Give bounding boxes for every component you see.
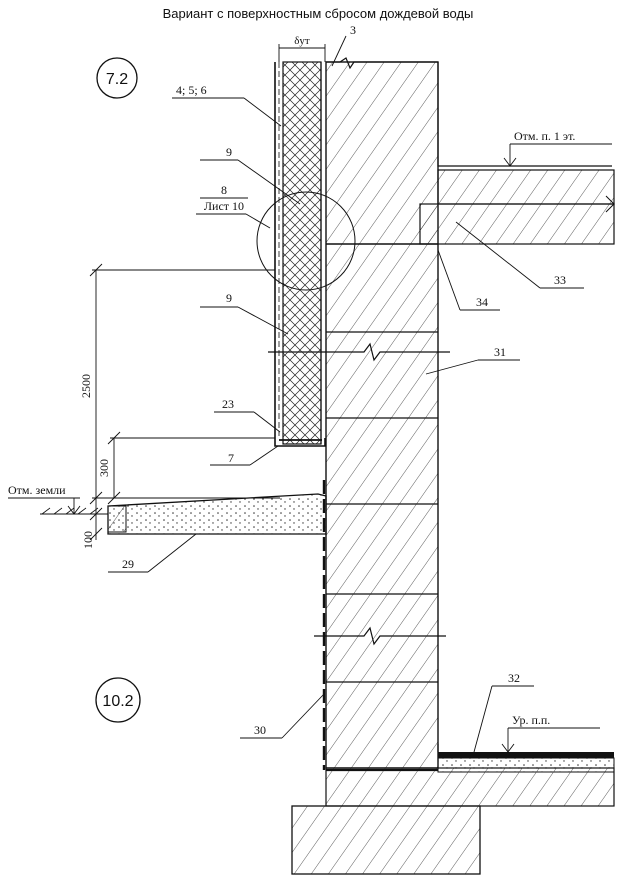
ref-7-2-label: 7.2	[106, 71, 128, 88]
label-7: 7	[228, 451, 234, 465]
floor-slab	[419, 62, 615, 245]
dim-300: 300	[97, 459, 111, 477]
label-sheet-10: Лист 10	[204, 199, 244, 213]
masonry-wall	[268, 57, 450, 769]
dim-2500: 2500	[79, 374, 93, 398]
label-33: 33	[554, 273, 566, 287]
label-32: 32	[508, 671, 520, 685]
label-9-top: 9	[226, 145, 232, 159]
label-9-mid: 9	[226, 291, 232, 305]
label-8: 8	[221, 183, 227, 197]
leader-lines	[108, 35, 584, 753]
level-floor1-label: Отм. п. 1 эт.	[514, 129, 575, 143]
level-mark-basement	[501, 727, 600, 753]
label-23: 23	[222, 397, 234, 411]
ref-circle-7-2: 7.2	[96, 57, 138, 99]
label-31: 31	[494, 345, 506, 359]
level-mark-ground	[8, 497, 81, 515]
level-basement-label: Ур. п.п.	[512, 713, 550, 727]
label-29: 29	[122, 557, 134, 571]
dimension-lines	[89, 44, 326, 541]
level-mark-floor1	[503, 143, 612, 167]
foundation	[291, 767, 615, 875]
drawing-title: Вариант с поверхностным сбросом дождевой…	[162, 6, 474, 21]
blind-area	[40, 493, 327, 535]
insulation-layer	[274, 61, 327, 447]
dim-100: 100	[81, 531, 95, 549]
level-ground-label: Отм. земли	[8, 483, 66, 497]
label-3: 3	[350, 23, 356, 37]
label-30: 30	[254, 723, 266, 737]
detail-circle	[256, 191, 356, 291]
ref-circle-10-2: 10.2	[95, 677, 141, 723]
ref-10-2-label: 10.2	[102, 693, 133, 710]
label-34: 34	[476, 295, 488, 309]
label-4-5-6: 4; 5; 6	[176, 83, 207, 97]
label-delta: δут	[294, 35, 310, 47]
